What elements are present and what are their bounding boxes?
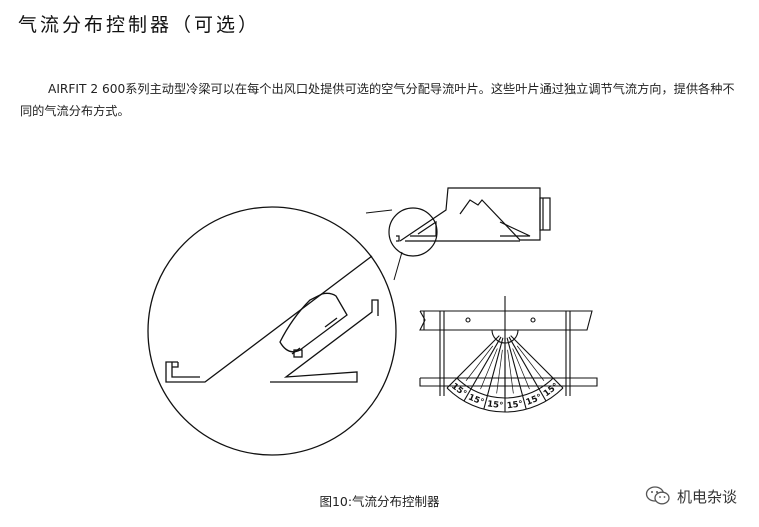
detail-marker-circle <box>388 207 438 257</box>
diffuser-flange-inner <box>171 362 200 378</box>
front-view <box>419 296 598 413</box>
fan-ray-minor <box>465 345 494 381</box>
mounting-hole <box>530 317 536 323</box>
diffuser-outer-profile <box>165 255 373 383</box>
fan-ray-minor <box>516 345 545 381</box>
vane-clip <box>293 349 303 358</box>
page-title: 气流分布控制器（可选） <box>18 14 261 36</box>
angle-fan-rays <box>446 335 564 412</box>
fan-ray-minor <box>512 348 530 390</box>
description-paragraph: AIRFIT 2 600系列主动型冷梁可以在每个出风口处提供可选的空气分配导流叶… <box>20 78 742 122</box>
section-left-flange <box>396 235 400 242</box>
fan-ray-minor <box>496 349 503 394</box>
watermark-text: 机电杂谈 <box>676 487 737 506</box>
fan-ray <box>510 335 564 389</box>
detail-circle <box>147 206 397 456</box>
diffuser-lip <box>172 362 179 368</box>
fan-ray <box>463 336 502 402</box>
angle-label: 15° <box>449 381 468 399</box>
fan-ray <box>508 336 547 402</box>
fan-ray <box>446 335 500 389</box>
mounting-hole <box>465 317 471 323</box>
fan-ray-minor <box>507 349 514 394</box>
section-body-outline <box>399 187 541 242</box>
angle-fan-inner-arc <box>456 377 554 399</box>
fan-ray-minor <box>480 348 498 390</box>
callout-line-top <box>365 209 393 214</box>
callout-line-bottom <box>393 251 403 281</box>
vane-clip-lower <box>291 347 301 355</box>
angle-fan-arc <box>446 387 564 413</box>
callout-lines <box>365 209 403 281</box>
figure-caption: 图10:气流分布控制器 <box>319 494 440 509</box>
section-left-vane <box>410 220 437 237</box>
fan-ray <box>483 337 504 410</box>
watermark: 机电杂谈 <box>645 485 737 507</box>
bottom-rail <box>419 377 598 387</box>
beam-section <box>388 187 551 257</box>
section-right-vane <box>499 221 531 237</box>
angle-label: 15° <box>506 399 523 411</box>
section-duct-connector <box>539 197 551 231</box>
angle-label: 15° <box>486 399 503 411</box>
magnified-detail <box>147 206 397 456</box>
vane-body <box>279 292 348 353</box>
guide-vane-profile <box>270 299 379 383</box>
vane-clip-upper <box>324 317 338 328</box>
wechat-icon <box>645 486 670 505</box>
description-text: AIRFIT 2 600系列主动型冷梁可以在每个出风口处提供可选的空气分配导流叶… <box>20 82 735 118</box>
angle-label: 15° <box>542 381 561 399</box>
fan-ray <box>506 337 527 410</box>
